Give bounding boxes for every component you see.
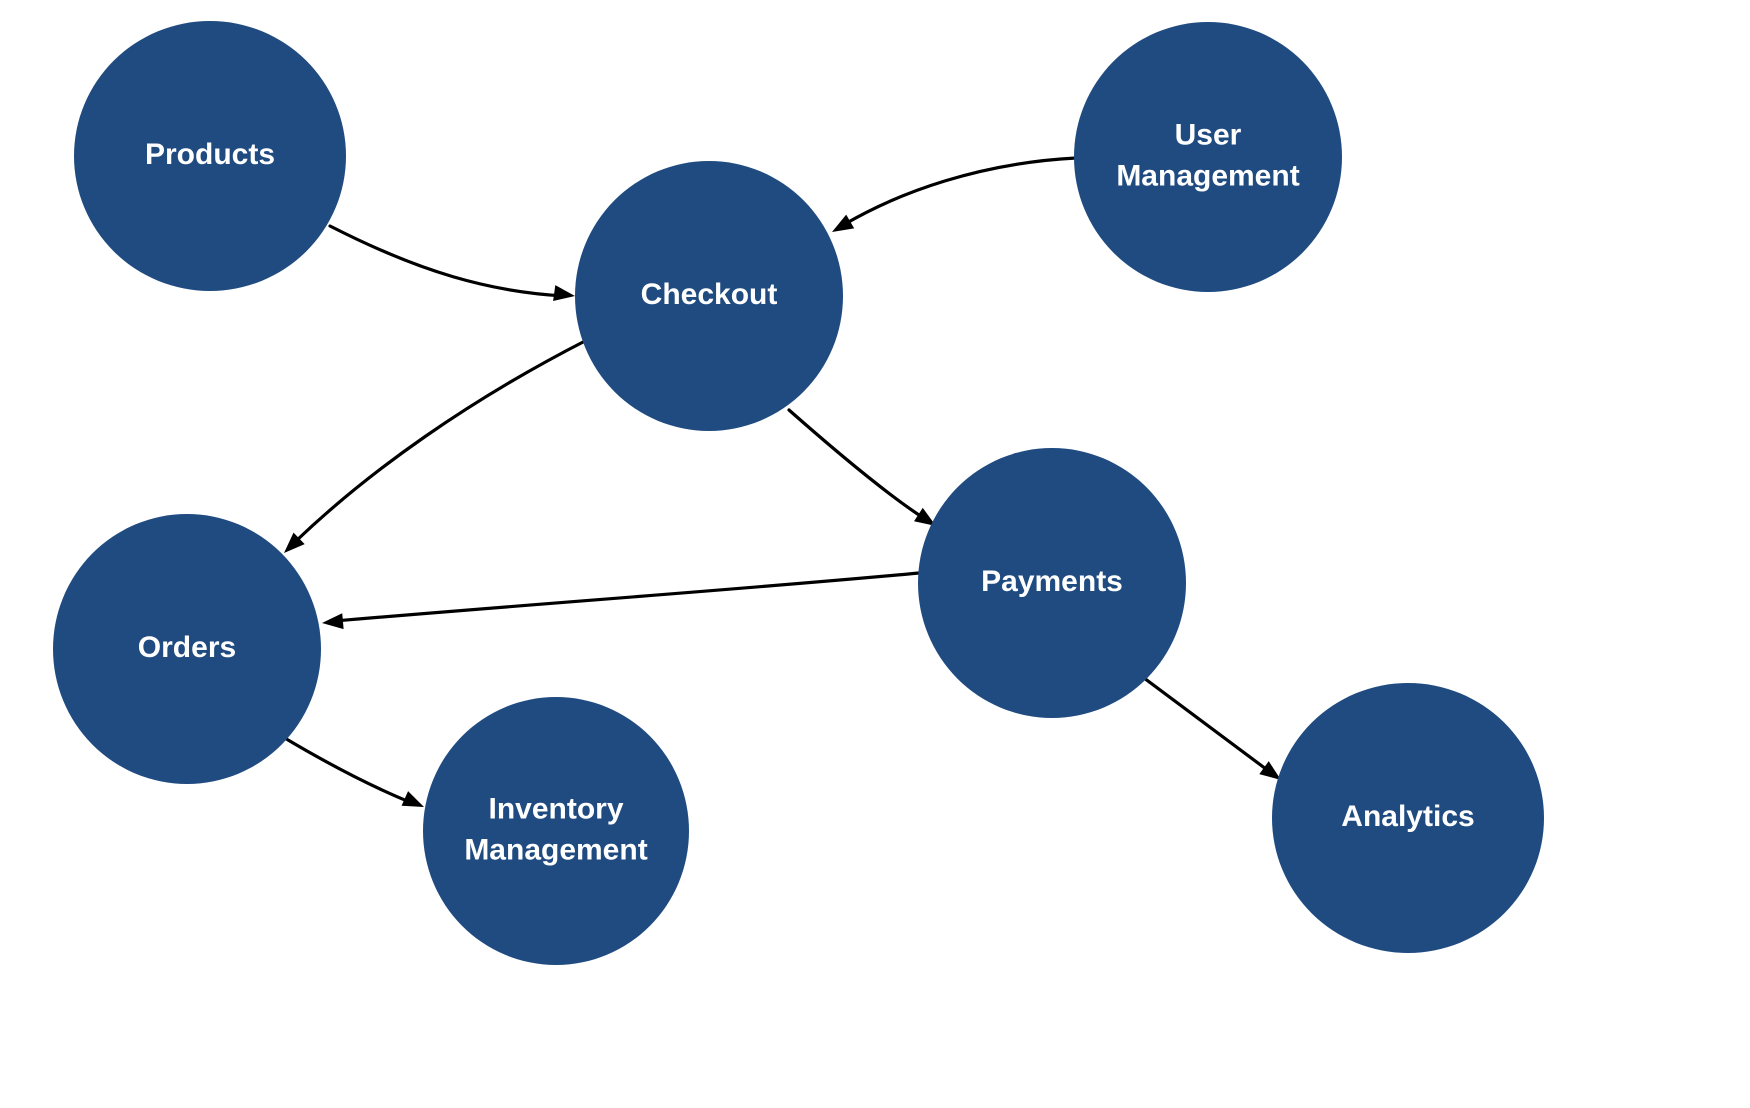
node-shape-user-management[interactable] [1074,22,1342,292]
node-shape-products[interactable] [74,21,346,291]
node-shape-orders[interactable] [53,514,321,784]
edge-checkout-to-orders [284,339,587,553]
node-shape-checkout[interactable] [575,161,843,431]
edge-user-management-to-checkout [832,156,1078,232]
arrowhead-icon [322,613,344,630]
edge-orders-to-inventory-management [281,735,424,807]
node-checkout[interactable]: Checkout [575,161,843,431]
node-orders[interactable]: Orders [53,514,321,784]
edge-checkout-to-payments [787,408,936,526]
arrowhead-icon [1259,761,1281,780]
edge-payments-to-analytics [1134,670,1281,780]
edge-products-to-checkout [328,224,575,301]
edge-payments-to-orders [322,571,921,630]
arrowhead-icon [401,791,424,807]
edges-layer [281,156,1281,807]
node-shape-payments[interactable] [918,448,1186,718]
node-label-products: Products [145,138,275,171]
edge-line [328,224,567,298]
node-label-analytics: Analytics [1341,800,1474,833]
edge-line [787,408,927,521]
arrowhead-icon [553,285,575,301]
node-label-orders: Orders [138,631,236,664]
arrowhead-icon [914,507,936,526]
edge-line [1134,670,1272,774]
edge-line [293,339,587,544]
node-shape-inventory-management[interactable] [423,697,689,965]
edge-line [333,571,921,623]
node-payments[interactable]: Payments [918,448,1186,718]
node-label-checkout: Checkout [641,278,778,311]
arrowhead-icon [284,532,305,553]
node-label-payments: Payments [981,565,1123,598]
edge-line [281,735,414,805]
node-products[interactable]: Products [74,21,346,291]
node-analytics[interactable]: Analytics [1272,683,1544,953]
edge-line [843,156,1078,226]
arrowhead-icon [832,214,855,232]
node-shape-analytics[interactable] [1272,683,1544,953]
